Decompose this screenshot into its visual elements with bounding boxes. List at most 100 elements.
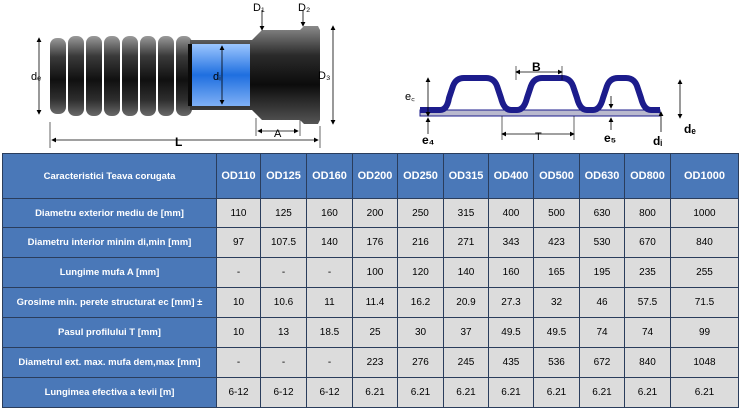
label-e4: e₄: [422, 133, 435, 147]
table-cell: 6.21: [443, 377, 489, 408]
header-od125: OD125: [260, 153, 307, 199]
table-cell: 110: [216, 198, 261, 228]
table-cell: 245: [443, 347, 489, 378]
table-cell: 435: [488, 347, 534, 378]
table-cell: 13: [260, 317, 307, 348]
table-row: Grosime min. perete structurat ec [mm] ±…: [2, 287, 739, 318]
label-A: A: [274, 128, 282, 140]
row-label: Lungime mufa A [mm]: [2, 257, 217, 288]
row-label: Diametrul ext. max. mufa dem,max [mm]: [2, 347, 217, 378]
pipe-ribs: [50, 36, 192, 116]
table-cell: 672: [579, 347, 625, 378]
table-cell: 74: [624, 317, 671, 348]
table-cell: 16.2: [397, 287, 444, 318]
label-T: T: [535, 131, 542, 143]
table-cell: 10: [216, 287, 261, 318]
row-label: Grosime min. perete structurat ec [mm] ±: [2, 287, 217, 318]
table-cell: 99: [670, 317, 739, 348]
table-cell: 840: [624, 347, 671, 378]
table-cell: 536: [533, 347, 580, 378]
header-od250: OD250: [397, 153, 444, 199]
table-cell: 165: [533, 257, 580, 288]
header-od500: OD500: [533, 153, 580, 199]
table-cell: -: [306, 257, 353, 288]
table-cell: 32: [533, 287, 580, 318]
table-cell: 49.5: [488, 317, 534, 348]
table-cell: 6.21: [352, 377, 398, 408]
table-cell: 140: [443, 257, 489, 288]
wall-profile-drawing: B T e꜀ e₄ e₅ dₑ dᵢ: [405, 60, 696, 148]
corrugated-pipe-drawing: dₑ dᵢ D₃ D₁ D₂ L A: [31, 2, 336, 149]
table-cell: 6.21: [488, 377, 534, 408]
header-od110: OD110: [216, 153, 261, 199]
table-cell: 49.5: [533, 317, 580, 348]
header-od160: OD160: [306, 153, 353, 199]
table-cell: 6.21: [533, 377, 580, 408]
table-cell: 10: [216, 317, 261, 348]
label-de: dₑ: [31, 71, 41, 83]
table-cell: 1000: [670, 198, 739, 228]
table-cell: 6.21: [397, 377, 444, 408]
table-cell: 57.5: [624, 287, 671, 318]
table-cell: 6-12: [216, 377, 261, 408]
table-cell: 271: [443, 227, 489, 258]
table-cell: 200: [352, 198, 398, 228]
table-cell: 74: [579, 317, 625, 348]
header-od800: OD800: [624, 153, 671, 199]
table-cell: 97: [216, 227, 261, 258]
header-characteristics: Caracteristici Teava corugata: [2, 153, 217, 199]
table-cell: 46: [579, 287, 625, 318]
table-cell: 30: [397, 317, 444, 348]
table-cell: 630: [579, 198, 625, 228]
table-row: Diametrul ext. max. mufa dem,max [mm]---…: [2, 347, 739, 378]
table-cell: 120: [397, 257, 444, 288]
table-cell: 840: [670, 227, 739, 258]
table-cell: 670: [624, 227, 671, 258]
header-od200: OD200: [352, 153, 398, 199]
header-od630: OD630: [579, 153, 625, 199]
table-cell: 216: [397, 227, 444, 258]
table-cell: 530: [579, 227, 625, 258]
table-cell: 125: [260, 198, 307, 228]
table-cell: 18.5: [306, 317, 353, 348]
table-cell: 11.4: [352, 287, 398, 318]
table-cell: 107.5: [260, 227, 307, 258]
table-cell: 500: [533, 198, 580, 228]
header-od315: OD315: [443, 153, 489, 199]
table-cell: 25: [352, 317, 398, 348]
table-cell: 315: [443, 198, 489, 228]
table-cell: 1048: [670, 347, 739, 378]
table-cell: 100: [352, 257, 398, 288]
inner-wall: [419, 109, 661, 117]
row-label: Lungimea efectiva a tevii [m]: [2, 377, 217, 408]
label-de-profile: dₑ: [684, 122, 696, 136]
table-cell: 255: [670, 257, 739, 288]
label-B: B: [532, 60, 541, 74]
table-cell: 160: [306, 198, 353, 228]
table-cell: 176: [352, 227, 398, 258]
label-ec: e꜀: [405, 91, 415, 103]
table-cell: 6-12: [260, 377, 307, 408]
label-D1: D₁: [253, 2, 265, 14]
label-e5: e₅: [604, 131, 616, 145]
table-cell: -: [260, 347, 307, 378]
table-cell: 343: [488, 227, 534, 258]
table-cell: 10.6: [260, 287, 307, 318]
table-cell: 276: [397, 347, 444, 378]
table-cell: 6.21: [670, 377, 739, 408]
row-label: Pasul profilului T [mm]: [2, 317, 217, 348]
table-cell: 250: [397, 198, 444, 228]
table-cell: -: [306, 347, 353, 378]
table-cell: 6.21: [579, 377, 625, 408]
label-D3: D₃: [318, 70, 330, 82]
table-cell: 20.9: [443, 287, 489, 318]
label-L: L: [175, 135, 182, 149]
table-cell: -: [216, 257, 261, 288]
corrugation-profile: [420, 75, 660, 113]
